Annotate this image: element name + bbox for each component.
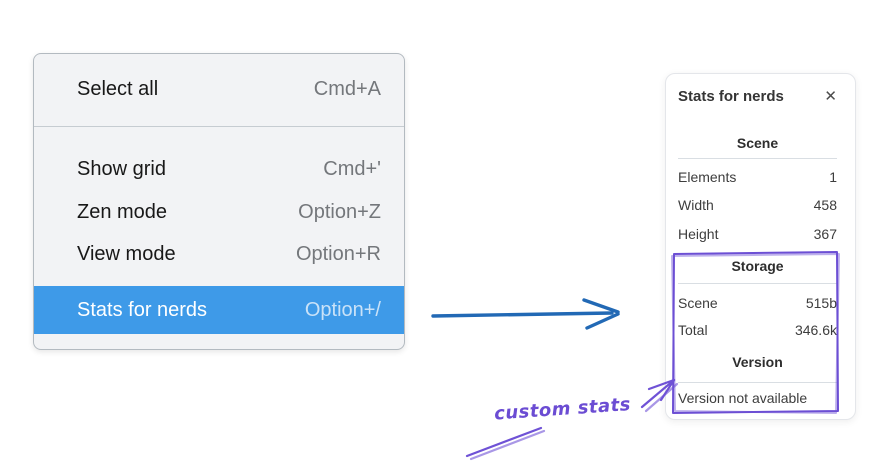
stats-panel-title: Stats for nerds xyxy=(678,88,784,105)
menu-item-shortcut: Cmd+' xyxy=(323,157,381,180)
stat-label: Total xyxy=(678,322,708,338)
menu-item-shortcut: Option+Z xyxy=(298,200,381,223)
menu-item-shortcut: Cmd+A xyxy=(313,78,381,100)
menu-item-zen-mode[interactable]: Zen mode Option+Z xyxy=(34,190,404,234)
menu-item-label: Stats for nerds xyxy=(77,298,208,321)
version-note: Version not available xyxy=(678,390,808,406)
annotation-text: custom stats xyxy=(493,394,632,425)
section-divider xyxy=(678,283,837,284)
section-header-storage: Storage xyxy=(731,258,784,274)
stat-label: Width xyxy=(678,197,714,213)
stat-value: 1 xyxy=(829,169,837,185)
stat-label: Height xyxy=(678,226,719,242)
stat-label: Elements xyxy=(678,169,737,185)
stat-row-elements: Elements 1 xyxy=(678,167,837,187)
stats-panel: Stats for nerds ✕ Scene Elements 1 Width… xyxy=(665,73,856,420)
section-header-scene: Scene xyxy=(736,135,779,151)
flow-arrow xyxy=(431,298,620,330)
menu-item-view-mode[interactable]: View mode Option+R xyxy=(34,232,404,276)
section-divider xyxy=(678,382,837,383)
stat-value: 367 xyxy=(813,226,837,242)
menu-item-label: View mode xyxy=(77,242,176,265)
menu-item-shortcut: Option+R xyxy=(295,242,381,265)
menu-item-label: Select all xyxy=(77,78,159,100)
menu-item-stats-for-nerds[interactable]: Stats for nerds Option+/ xyxy=(34,286,404,334)
menu-item-select-all[interactable]: Select all Cmd+A xyxy=(34,54,404,125)
stat-row-width: Width 458 xyxy=(678,195,837,215)
context-menu: Select all Cmd+A Show grid Cmd+' Zen mod… xyxy=(33,53,405,350)
stat-value: 346.6k xyxy=(794,322,837,338)
menu-item-show-grid[interactable]: Show grid Cmd+' xyxy=(34,147,404,191)
menu-item-label: Zen mode xyxy=(77,200,168,223)
section-header-version: Version xyxy=(732,354,783,370)
stat-value: 515b xyxy=(805,295,837,311)
stat-value: 458 xyxy=(813,197,837,213)
stat-row-storage-total: Total 346.6k xyxy=(678,320,837,340)
stat-row-height: Height 367 xyxy=(678,224,837,244)
close-icon[interactable]: ✕ xyxy=(824,88,837,105)
stats-panel-header: Stats for nerds ✕ xyxy=(678,87,837,107)
stat-row-storage-scene: Scene 515b xyxy=(678,293,837,313)
menu-item-shortcut: Option+/ xyxy=(304,298,381,321)
menu-divider xyxy=(34,126,404,127)
section-divider xyxy=(678,158,837,159)
stat-label: Scene xyxy=(678,295,718,311)
menu-item-label: Show grid xyxy=(77,157,166,180)
